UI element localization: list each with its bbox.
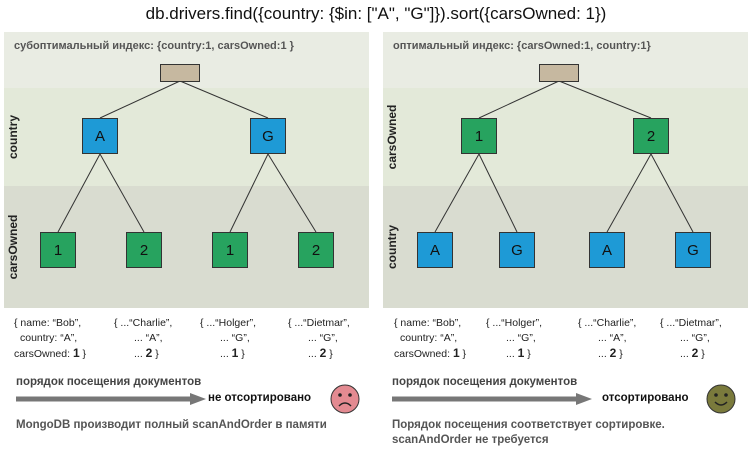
level2-axis-label: carsOwned	[6, 214, 20, 280]
country-node-g: G	[675, 232, 711, 268]
index-root-node	[539, 64, 579, 82]
visit-order-label: порядок посещения документов	[16, 376, 202, 388]
happy-face-icon	[706, 384, 736, 414]
country-node-a: A	[82, 118, 118, 154]
panel-heading: оптимальный индекс: {carsOwned:1, countr…	[393, 40, 651, 52]
tree-edges	[434, 80, 694, 233]
level1-axis-label: carsOwned	[385, 104, 399, 170]
cars-node-1: 1	[40, 232, 76, 268]
arrow-right-icon	[392, 393, 592, 405]
country-node-g: G	[499, 232, 535, 268]
query-title: db.drivers.find({country: {$in: ["A", "G…	[145, 4, 607, 23]
sort-status: отсортировано	[602, 392, 689, 404]
document-card: { ...“Charlie”, ... “A”, ... 2 }	[114, 317, 173, 360]
document-card: { ...“Charlie”, ... “A”, ... 2 }	[578, 317, 637, 360]
cars-node-2: 2	[633, 118, 669, 154]
cars-node-2: 2	[126, 232, 162, 268]
right-conclusion: Порядок посещения соответствует сортиров…	[392, 419, 665, 446]
suboptimal-index-panel: субоптимальный индекс: {country:1, carsO…	[4, 32, 369, 308]
visit-order-label: порядок посещения документов	[392, 376, 578, 388]
level1-band	[4, 88, 369, 186]
level2-axis-label: country	[385, 225, 399, 270]
country-node-a: A	[589, 232, 625, 268]
country-node-a: A	[417, 232, 453, 268]
document-card: { ...“Holger”, ... “G”, ... 1 }	[200, 317, 257, 360]
document-card: { ...“Dietmar”, ... “G”, ... 2 }	[288, 317, 350, 360]
sad-face-icon	[330, 384, 360, 414]
left-conclusion: MongoDB производит полный scanAndOrder в…	[16, 419, 327, 431]
country-node-g: G	[250, 118, 286, 154]
cars-node-2: 2	[298, 232, 334, 268]
document-card: { name: “Bob”, country: “A”, carsOwned: …	[14, 317, 87, 360]
document-card: { ...“Dietmar”, ... “G”, ... 2 }	[660, 317, 722, 360]
optimal-index-panel: оптимальный индекс: {carsOwned:1, countr…	[383, 32, 748, 308]
cars-node-1: 1	[461, 118, 497, 154]
tree-edges	[57, 80, 317, 233]
cars-node-1: 1	[212, 232, 248, 268]
level1-axis-label: country	[6, 115, 20, 160]
sort-status: не отсортировано	[208, 392, 312, 404]
arrow-right-icon	[16, 393, 206, 405]
document-card: { name: “Bob”, country: “A”, carsOwned: …	[394, 317, 467, 360]
level1-band	[383, 88, 748, 186]
index-root-node	[160, 64, 200, 82]
document-card: { ...“Holger”, ... “G”, ... 1 }	[486, 317, 543, 360]
panel-heading: субоптимальный индекс: {country:1, carsO…	[14, 40, 294, 52]
